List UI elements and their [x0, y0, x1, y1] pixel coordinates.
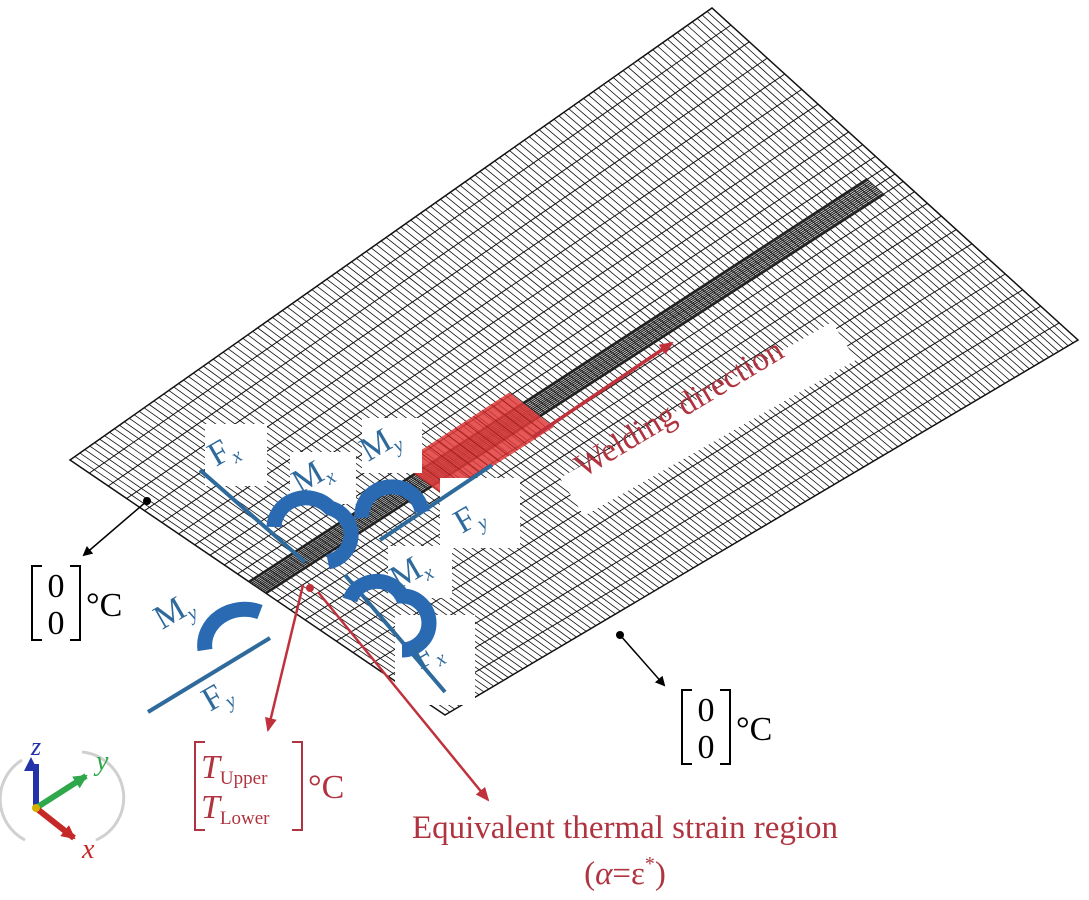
leader-to-strain-region: [317, 591, 490, 802]
mesh-line-longitudinal: [265, 181, 904, 594]
mx-moment-arc-left: [266, 490, 359, 570]
moment-arcs: [197, 479, 437, 658]
y-axis-label: y: [93, 746, 109, 777]
boundary-right-top: 0: [698, 692, 715, 729]
strain-region-title: Equivalent thermal strain region: [412, 810, 838, 846]
mesh-line-longitudinal: [425, 322, 1060, 703]
mx-moment-arc-right: [342, 573, 437, 658]
boundary-right-vector: 0 0 °C: [681, 689, 772, 766]
triad-sphere-left: [0, 758, 26, 842]
fy-label-right: Fy: [448, 495, 493, 544]
bracket-temp-close: [292, 741, 303, 831]
boundary-left-top: 0: [48, 568, 65, 605]
welding-direction-arrow: [532, 341, 674, 439]
mesh-line-longitudinal: [388, 289, 1023, 677]
weld-seam: [248, 177, 885, 595]
heated-block-gridline: [454, 427, 500, 463]
fy-line-bottom: [146, 636, 272, 714]
weld-seam-line: [266, 193, 885, 595]
boundary-right-bottom: 0: [698, 729, 715, 766]
heated-block-gridline: [500, 398, 546, 434]
heat-leaders: [264, 584, 490, 802]
mesh-line-longitudinal: [107, 41, 750, 487]
mesh-line-longitudinal: [89, 24, 732, 474]
temperature-vector: TUpper TLower °C: [194, 741, 344, 831]
mesh-line-longitudinal: [178, 103, 819, 535]
patch-my-top: [362, 418, 422, 473]
bracket-left-open: [31, 565, 42, 641]
fy-line-top: [378, 463, 494, 542]
heated-block-gridline: [472, 415, 519, 451]
bracket-right-open: [681, 689, 692, 765]
bracket-temp-open: [194, 741, 205, 831]
coordinate-triad: z y x: [0, 732, 126, 865]
temperature-unit: °C: [308, 769, 344, 806]
weld-seam-line: [249, 179, 869, 583]
y-axis-arrow: [34, 773, 88, 811]
bracket-right-close: [720, 689, 731, 765]
bracket-left-close: [70, 565, 81, 641]
weld-seam-line: [263, 191, 883, 593]
boundary-left-vector: 0 0 °C: [31, 565, 122, 642]
mesh-line-longitudinal: [161, 88, 802, 523]
boundary-left-bottom: 0: [48, 605, 65, 642]
boundary-left-unit: °C: [86, 587, 122, 624]
my-moment-arc-top: [354, 479, 430, 519]
weld-seam-line: [258, 187, 878, 590]
patch-welding-direction: [560, 322, 856, 516]
weld-seam-line: [255, 184, 875, 587]
x-axis-label: x: [81, 834, 95, 865]
triad-origin: [32, 804, 40, 812]
heated-block-gridline: [436, 439, 482, 474]
fx-line-top: [198, 468, 307, 564]
heated-block-gridline: [445, 433, 491, 468]
patch-fx-top: [205, 424, 267, 486]
heat-leader-origin: [306, 584, 314, 592]
mesh-line-longitudinal: [290, 202, 928, 611]
heated-block-gridline: [481, 409, 528, 445]
boundary-right-unit: °C: [736, 711, 772, 748]
patch-fy-bottom: [188, 660, 268, 715]
boundary-right-leader: [616, 631, 666, 687]
x-axis-arrow: [34, 805, 76, 841]
weld-seam-line: [257, 185, 877, 589]
weld-seam-line: [260, 188, 880, 591]
weld-seam-line: [261, 189, 881, 592]
label-patches: [150, 322, 856, 715]
my-moment-arc-left: [197, 601, 263, 652]
mesh-line-longitudinal: [237, 155, 876, 575]
weld-seam-line: [264, 192, 884, 594]
weld-seam-line: [254, 183, 874, 586]
heated-block-gridline: [463, 421, 510, 457]
temperature-lower: TLower: [201, 789, 270, 829]
strain-region-equation: (α=ε*): [584, 853, 666, 892]
heated-block-gridline: [491, 403, 537, 439]
boundary-left-leader: [82, 497, 151, 557]
leader-to-temperature: [264, 584, 305, 732]
temperature-upper: TUpper: [201, 749, 268, 789]
heated-block-gridline: [427, 445, 473, 480]
mesh-line-longitudinal: [406, 305, 1041, 690]
mesh-line-longitudinal: [370, 273, 1006, 665]
triad-sphere-right: [81, 750, 126, 842]
z-axis-label: z: [30, 732, 41, 761]
